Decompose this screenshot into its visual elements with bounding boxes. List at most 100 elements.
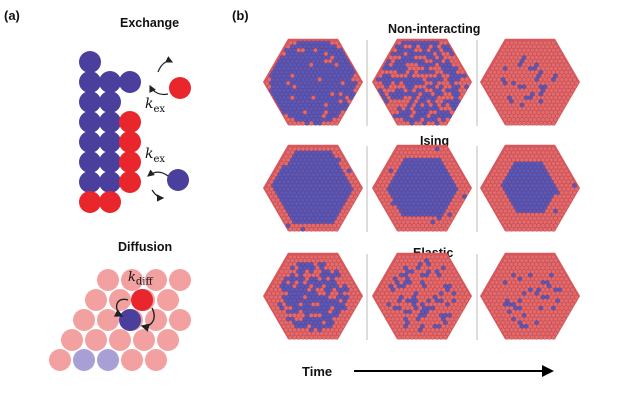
diffusion-lattice-atom (49, 349, 71, 371)
exchange-atom (119, 131, 141, 153)
red-site (443, 121, 448, 126)
exchange-atom (99, 151, 121, 173)
row-title-ising: Ising (420, 134, 450, 148)
blue-site (342, 55, 348, 60)
red-site (344, 164, 350, 170)
exchange-atom (99, 191, 121, 213)
blue-site (342, 106, 348, 111)
diffusing-red-atom (131, 289, 153, 311)
red-site (568, 69, 573, 75)
red-site (464, 77, 469, 82)
red-site (570, 88, 575, 93)
diffusion-lattice-atom (145, 309, 167, 331)
red-site (557, 51, 563, 57)
red-site (336, 117, 341, 122)
snapshot-non-interacting-t3 (480, 38, 580, 126)
diffusion-lattice-atom (157, 289, 179, 311)
red-site (553, 44, 558, 49)
blue-site (351, 91, 356, 97)
red-site (553, 117, 558, 122)
blue-site (451, 106, 457, 111)
diffusion-lattice-atom (85, 329, 107, 351)
diffusion-lattice-atom (61, 329, 83, 351)
blue-site (348, 66, 354, 71)
blue-site (338, 48, 343, 53)
diffusion-lattice-atom (97, 309, 119, 331)
diffusion-lattice-atom (145, 269, 167, 291)
red-site (574, 80, 579, 86)
exchange-atom (99, 71, 121, 93)
red-site (555, 113, 560, 119)
red-site (551, 121, 556, 126)
exchange-atom (99, 131, 121, 153)
red-site (336, 150, 341, 155)
diffusion-lattice-atom (145, 349, 167, 371)
red-site (565, 95, 571, 101)
exchange-atom (119, 151, 141, 173)
red-site (443, 40, 448, 46)
diffusion-arrow-left (113, 298, 129, 317)
diffusion-lattice-atom (85, 289, 107, 311)
incoming-blue-atom (167, 169, 189, 191)
exchange-atom (99, 111, 121, 133)
exchange-title: Exchange (120, 16, 180, 30)
red-site (455, 62, 461, 68)
blue-site (464, 84, 469, 90)
red-site (460, 69, 465, 75)
red-site (466, 80, 471, 86)
exchange-atom (99, 171, 121, 193)
red-site (559, 106, 565, 111)
red-site (334, 40, 339, 46)
red-site (334, 121, 339, 126)
blue-site (449, 51, 455, 57)
red-site (355, 84, 360, 90)
red-site (561, 58, 567, 64)
red-site (563, 99, 569, 104)
exchange-atom (79, 71, 101, 93)
blue-site (447, 48, 452, 53)
diffusion-title: Diffusion (118, 240, 173, 254)
row-title-non-interacting: Non-interacting (388, 22, 481, 36)
exchange-arrow-top-out (149, 84, 169, 96)
red-site (357, 80, 362, 86)
red-site (338, 154, 343, 159)
diffusion-arrow-right (140, 307, 155, 332)
diffusion-lattice-atom (169, 269, 191, 291)
red-site (449, 110, 455, 115)
blue-site (351, 69, 356, 75)
diffusing-blue-atom (119, 309, 141, 331)
red-site (561, 102, 567, 108)
red-site (572, 77, 577, 82)
exchange-atom (79, 91, 101, 113)
exchange-atom (79, 191, 101, 213)
red-site (342, 161, 348, 166)
diffusion-lattice-atom (73, 309, 95, 331)
red-site (462, 88, 467, 93)
diffusion-lattice-atom (133, 329, 155, 351)
blue-site (447, 113, 452, 119)
exchange-arrow-bottom-out (151, 189, 165, 202)
red-site (570, 73, 575, 79)
exchange-atom (119, 111, 141, 133)
blue-site (453, 102, 459, 108)
red-site (346, 99, 352, 104)
red-site (340, 110, 346, 115)
red-site (557, 110, 563, 115)
exchange-atom (79, 51, 101, 73)
exchange-atom (119, 171, 141, 193)
panel-a-label: (a) (4, 8, 20, 23)
panel-b-label: (b) (232, 8, 249, 23)
blue-site (344, 58, 350, 64)
red-site (457, 66, 463, 71)
red-site (340, 157, 346, 163)
diffusion-lattice-atom (121, 269, 143, 291)
red-site (355, 77, 360, 82)
red-site (565, 66, 571, 71)
red-site (445, 117, 450, 122)
snapshot-non-interacting-t2 (372, 38, 472, 126)
exchange-arrow-top-in (157, 56, 174, 73)
diffusion-lattice-atom (109, 329, 131, 351)
